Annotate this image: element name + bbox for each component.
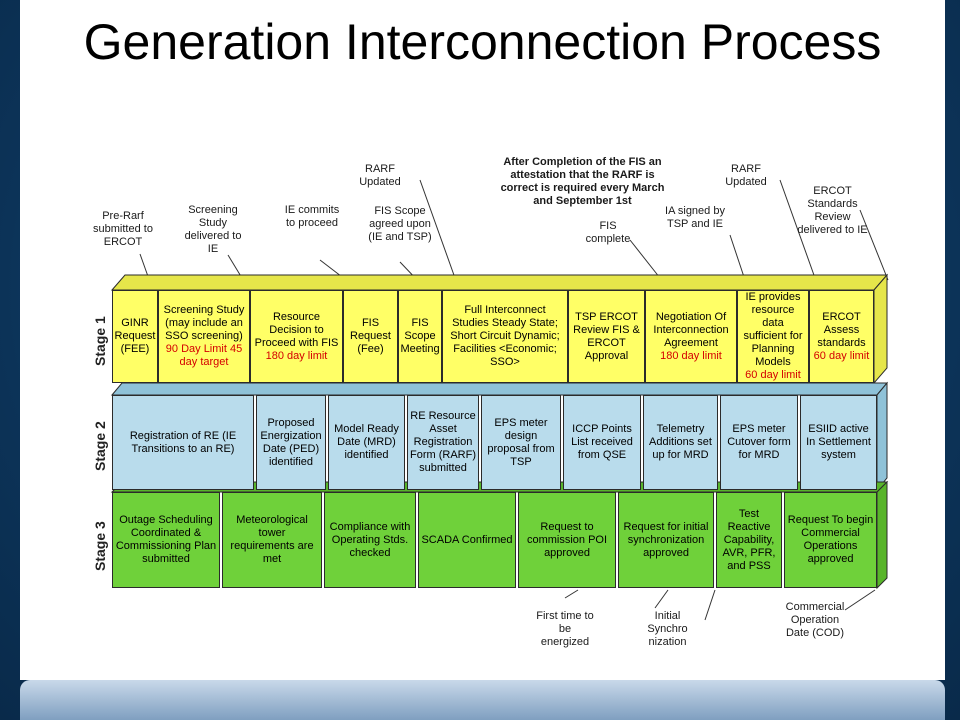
stage2-eps-cutover: EPS meter Cutover form for MRD	[720, 395, 798, 490]
note-ia-signed: IA signed by TSP and IE	[665, 205, 725, 230]
stage3-compliance: Compliance with Operating Stds. checked	[324, 492, 416, 588]
note-rarf-updated-1: RARF Updated	[359, 163, 401, 188]
stage-2-label: Stage 2	[92, 421, 108, 471]
note-rarf-updated-2: RARF Updated	[725, 163, 767, 188]
box-limit: 60 day limit	[813, 349, 870, 362]
box-text: FIS Request	[350, 317, 391, 342]
stage2-telemetry-additions: Telemetry Additions set up for MRD	[643, 395, 718, 490]
stage3-initial-sync: Request for initial synchronization appr…	[618, 492, 714, 588]
stage2-iccp-points: ICCP Points List received from QSE	[563, 395, 641, 490]
note-fis-scope-agreed: FIS Scope agreed upon (IE and TSP)	[368, 205, 432, 243]
box-text: TSP ERCOT Review FIS & ERCOT Approval	[573, 310, 640, 362]
box-text: IE provides resource data sufficient for…	[743, 291, 803, 368]
box-limit: 60 day limit	[745, 369, 801, 381]
stage3-scada-confirmed: SCADA Confirmed	[418, 492, 516, 588]
stage1-tsp-ercot-review: TSP ERCOT Review FIS & ERCOT Approval	[568, 290, 645, 383]
stage1-full-interconnect-studies: Full Interconnect Studies Steady State; …	[442, 290, 568, 383]
stage2-model-ready-date: Model Ready Date (MRD) identified	[328, 395, 405, 490]
note-attestation: After Completion of the FIS an attestati…	[500, 156, 665, 207]
box-text: Screening Study (may include an SSO scre…	[163, 304, 245, 342]
box-limit: 90 Day Limit 45 day target	[165, 343, 243, 368]
box-limit: 180 day limit	[660, 349, 722, 362]
stage1-screening-study: Screening Study (may include an SSO scre…	[158, 290, 250, 383]
note-cod: Commercial Operation Date (COD)	[785, 601, 845, 639]
box-fee: (Fee)	[357, 343, 384, 355]
stage1-fis-request: FIS Request (Fee)	[343, 290, 398, 383]
note-first-energized: First time to be energized	[536, 610, 594, 648]
stage-1-label: Stage 1	[92, 316, 108, 366]
bottom-bar	[20, 680, 945, 720]
stage1-ie-provides-data: IE provides resource data sufficient for…	[737, 290, 809, 383]
note-ercot-standards: ERCOT Standards Review delivered to IE	[797, 185, 868, 236]
box-limit: 180 day limit	[265, 349, 328, 362]
stage-3-label: Stage 3	[92, 521, 108, 571]
note-initial-sync: Initial Synchro nization	[647, 610, 688, 648]
stage2-eps-meter-design: EPS meter design proposal from TSP	[481, 395, 561, 490]
box-text: GINR Request	[114, 317, 156, 342]
stage3-outage-scheduling: Outage Scheduling Coordinated & Commissi…	[112, 492, 220, 588]
stage1-fis-scope-meeting: FIS Scope Meeting	[398, 290, 442, 383]
box-text: Resource Decision to Proceed with FIS	[254, 310, 339, 349]
note-fis-complete: FIS complete	[585, 220, 631, 245]
stage3-met-tower: Meteorological tower requirements are me…	[222, 492, 322, 588]
box-text: Negotiation Of Interconnection Agreement	[653, 310, 729, 349]
box-fee: (FEE)	[120, 343, 150, 355]
box-text: FIS Scope Meeting	[400, 317, 440, 355]
stage3-commercial-ops: Request To begin Commercial Operations a…	[784, 492, 877, 588]
stage2-proposed-energization: Proposed Energization Date (PED) identif…	[256, 395, 326, 490]
note-screening-delivered: Screening Study delivered to IE	[184, 204, 242, 255]
note-ie-commits: IE commits to proceed	[284, 204, 340, 229]
stage3-commission-poi: Request to commission POI approved	[518, 492, 616, 588]
box-text: ERCOT Assess standards	[817, 310, 866, 349]
box-text: Full Interconnect Studies Steady State; …	[450, 304, 560, 368]
stage1-negotiation-ia: Negotiation Of Interconnection Agreement…	[645, 290, 737, 383]
stage2-esiid-active: ESIID active In Settlement system	[800, 395, 877, 490]
stage1-resource-decision: Resource Decision to Proceed with FIS 18…	[250, 290, 343, 383]
note-pre-rarf: Pre-Rarf submitted to ERCOT	[93, 210, 153, 248]
stage3-test-reactive: Test Reactive Capability, AVR, PFR, and …	[716, 492, 782, 588]
stage2-rarf-submitted: RE Resource Asset Registration Form (RAR…	[407, 395, 479, 490]
stage1-ginr-request: GINR Request (FEE)	[112, 290, 158, 383]
page-title: Generation Interconnection Process	[83, 14, 882, 70]
stage1-ercot-assess: ERCOT Assess standards 60 day limit	[809, 290, 874, 383]
stage2-registration-re: Registration of RE (IE Transitions to an…	[112, 395, 254, 490]
